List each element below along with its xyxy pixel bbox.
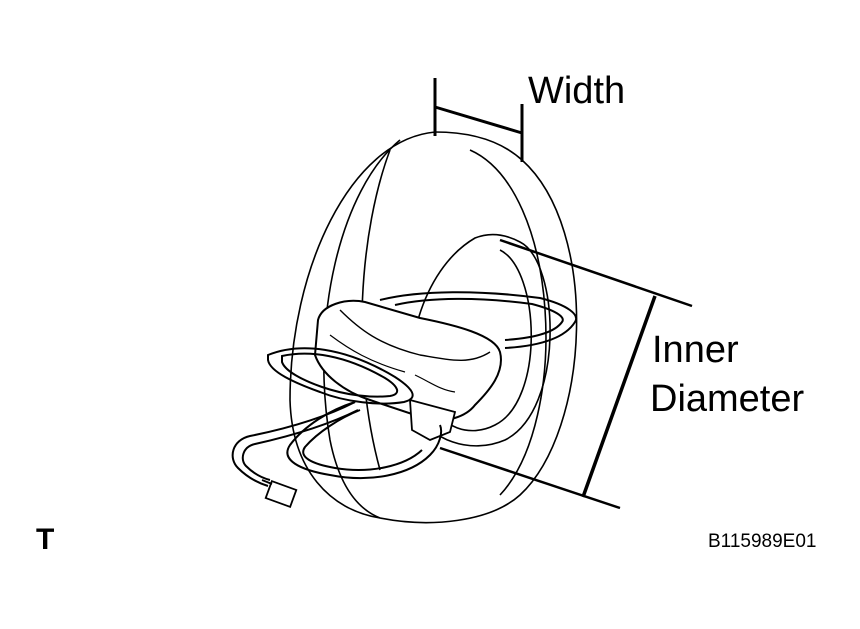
tire-back-edge: [289, 131, 436, 519]
connector-body: [264, 479, 298, 509]
width-dimension-line: [434, 105, 523, 135]
tire-front-inner-rim: [469, 149, 547, 496]
binding-band: [267, 291, 578, 480]
band-right-outer: [379, 291, 578, 349]
inner-diameter-dimension: [439, 238, 693, 510]
corner-mark: T: [36, 523, 55, 556]
airbag-cover-detail: [329, 334, 456, 393]
airbag-cover-seam: [339, 309, 491, 361]
diameter-extension-bottom: [439, 446, 621, 510]
diameter-dimension-line: [581, 295, 657, 498]
tire-top-edge: [434, 131, 523, 161]
diameter-extension-top: [499, 238, 693, 308]
harness-connector: [261, 479, 298, 509]
band-lower-loop-inner: [302, 409, 423, 471]
inner-diameter-label-line2: Diameter: [650, 378, 805, 420]
wire-inner: [241, 409, 359, 481]
inner-diameter-label-line1: Inner: [652, 329, 739, 371]
figure-id: B115989E01: [708, 531, 817, 552]
width-dimension: [433, 78, 524, 162]
tire-front-edge: [379, 159, 578, 524]
band-lower-loop-outer: [286, 401, 443, 480]
airbag-body: [313, 300, 502, 422]
wire-outer: [231, 401, 356, 487]
tire-tread-line: [323, 139, 401, 519]
connector-latch: [261, 479, 273, 485]
wire-harness: [231, 401, 359, 487]
band-right-inner: [394, 297, 564, 341]
band-inner: [281, 352, 399, 398]
width-label: Width: [528, 70, 626, 112]
tire-sidewall-line: [361, 149, 391, 471]
band-outer: [267, 347, 414, 405]
